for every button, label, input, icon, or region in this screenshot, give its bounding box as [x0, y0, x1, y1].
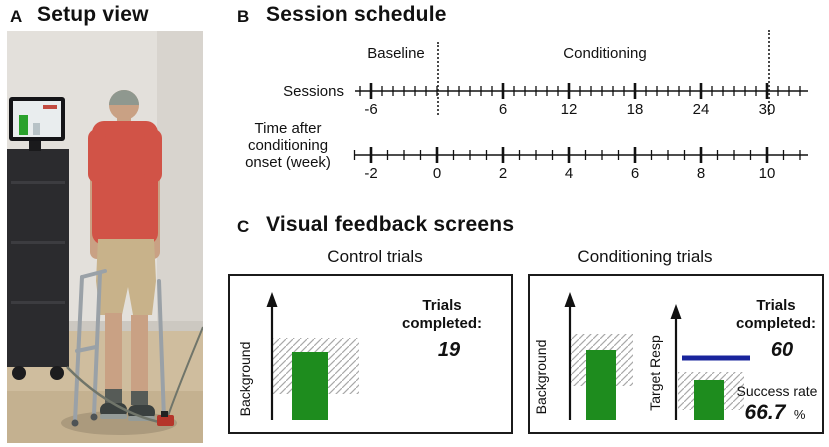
success-rate-unit: %: [794, 407, 806, 422]
trials-completed-value: 60: [771, 339, 793, 361]
trials-completed-label: completed:: [736, 315, 816, 332]
conditioning-screen: Background Target Resp Trials completed:…: [528, 274, 824, 434]
sessions-axis: [355, 83, 808, 99]
walker: [73, 269, 166, 423]
weeks-tick-label: -2: [364, 165, 378, 182]
room: [7, 31, 203, 443]
weeks-axis: [353, 147, 808, 163]
panel-c-label: C: [237, 217, 250, 236]
sessions-tick-label: 24: [692, 101, 710, 118]
red-shirt: [92, 121, 158, 245]
trials-completed-label: Trials: [756, 297, 795, 314]
conditioning-start-dotted-line: [437, 42, 439, 115]
sessions-tick-label: 6: [498, 101, 508, 118]
panel-c-title: Visual feedback screens: [266, 213, 515, 236]
equipment-cart: [7, 149, 69, 380]
success-rate-label: Success rate: [737, 383, 818, 399]
panel-a-label: A: [10, 7, 23, 26]
control-screen-title: Control trials: [327, 247, 423, 266]
background-bar: [586, 350, 616, 420]
trials-completed-label: Trials: [422, 297, 461, 314]
background-bar: [292, 352, 328, 420]
panel-a-title: Setup view: [37, 3, 149, 26]
target-axis-arrow: [670, 304, 682, 319]
weeks-tick-label: 6: [630, 165, 640, 182]
background-axis-arrow: [564, 292, 576, 307]
cap: [109, 90, 139, 105]
cable: [66, 326, 203, 424]
conditioning-end-dotted-line: [768, 30, 770, 115]
phase-label-baseline: Baseline: [367, 45, 425, 62]
conditioning-screen-canvas: Background Target Resp Trials completed:…: [533, 292, 818, 424]
sessions-major-ticks: [369, 83, 769, 99]
target-bar: [694, 380, 724, 420]
emg-device: [157, 411, 174, 426]
weeks-major-ticks: [369, 147, 769, 163]
success-rate-value: 66.7: [745, 401, 787, 424]
background-axis-arrow: [266, 292, 278, 307]
trials-completed-label: completed:: [402, 315, 482, 332]
weeks-tick-label: 2: [498, 165, 508, 182]
weeks-axis-label-line: Time after: [254, 120, 322, 137]
setup-photo: [7, 31, 203, 443]
shorts: [96, 239, 156, 315]
sessions-minor-ticks: [359, 86, 801, 96]
weeks-axis-label: Time after conditioning onset (week): [232, 120, 344, 171]
conditioning-screen-title: Conditioning trials: [577, 247, 713, 266]
person: [88, 90, 162, 421]
success-rate: 66.7 %: [745, 401, 806, 424]
sessions-tick-label: 12: [560, 101, 578, 118]
sessions-axis-label: Sessions: [283, 83, 344, 100]
weeks-axis-label-line: conditioning: [247, 137, 329, 154]
weeks-tick-label: 10: [758, 165, 776, 182]
sessions-tick-label: -6: [364, 101, 378, 118]
target-axis-label: Target Resp: [647, 335, 663, 411]
weeks-tick-label: 0: [432, 165, 442, 182]
weeks-axis-label-line: onset (week): [245, 154, 331, 171]
background-axis-label: Background: [237, 342, 253, 417]
panel-b-title: Session schedule: [266, 3, 447, 26]
background-axis-label: Background: [533, 340, 549, 415]
panel-b-label: B: [237, 7, 250, 26]
sessions-tick-label: 18: [626, 101, 644, 118]
feedback-monitor: [9, 97, 65, 151]
sessions-tick-label: 30: [758, 101, 776, 118]
control-screen: Background Trials completed: 19: [228, 274, 513, 434]
control-screen-canvas: Background Trials completed: 19: [237, 292, 482, 420]
trials-completed-value: 19: [438, 339, 461, 361]
weeks-tick-label: 8: [696, 165, 706, 182]
phase-label-conditioning: Conditioning: [563, 45, 647, 62]
weeks-tick-label: 4: [564, 165, 574, 182]
